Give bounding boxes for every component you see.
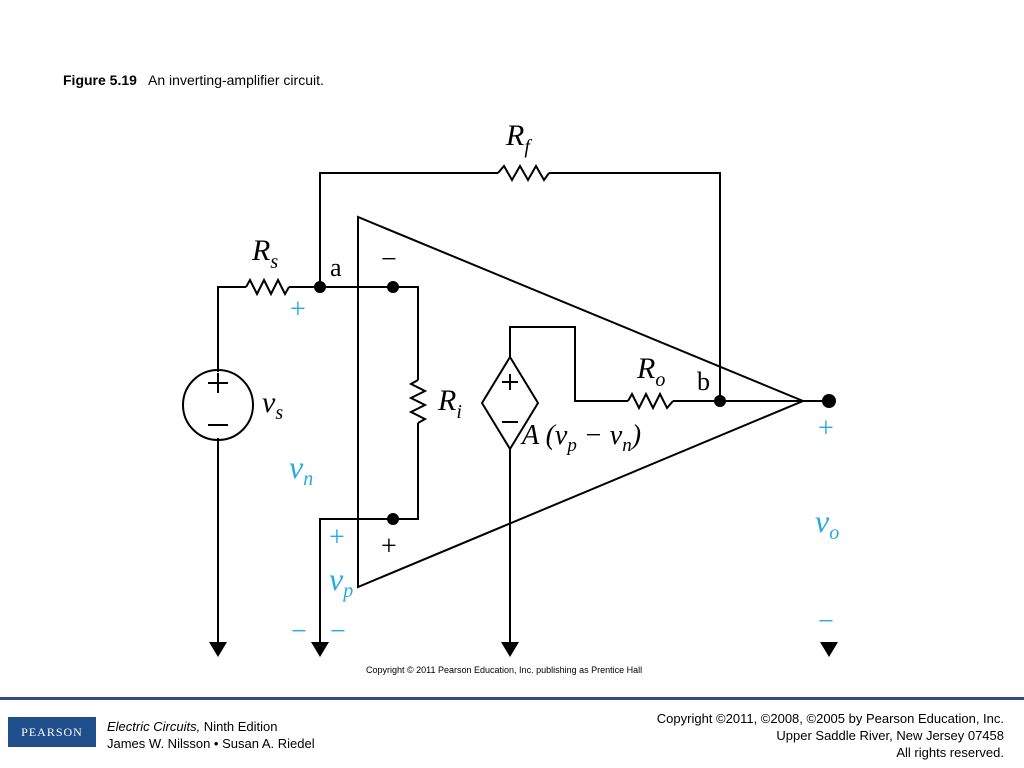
diagram-credit: Copyright © 2011 Pearson Education, Inc.…	[366, 665, 642, 675]
ground-vp	[311, 642, 329, 657]
vp-plus-sign: +	[329, 522, 345, 553]
footer-divider	[0, 697, 1024, 700]
label-vo: vo	[815, 503, 839, 544]
resistor-ro	[627, 391, 674, 411]
resistor-ri	[408, 379, 428, 424]
ground-dep	[501, 642, 519, 657]
circuit-diagram: Rf Rs Ri Ro a b vs A (vp − vn) − + + vn …	[182, 119, 839, 675]
opamp-triangle	[357, 215, 806, 589]
diagram-panel: Rf Rs Ri Ro a b vs A (vp − vn) − + + vn …	[181, 118, 844, 680]
wire-rf-left	[319, 172, 498, 287]
figure-caption: Figure 5.19 An inverting-amplifier circu…	[63, 72, 324, 88]
node-inv-input-dot	[387, 281, 399, 293]
figure-number: Figure 5.19	[63, 72, 137, 88]
wire-dep-top	[509, 326, 628, 402]
ground-vo	[820, 642, 838, 657]
dep-plus-sign	[502, 374, 518, 390]
label-gain-expression: A (vp − vn)	[520, 420, 641, 456]
label-vp: vp	[329, 561, 353, 602]
book-title: Electric Circuits,	[107, 719, 201, 734]
book-title-line: Electric Circuits, Ninth Edition	[107, 718, 315, 735]
wire-rf-right	[549, 172, 721, 401]
node-output-dot	[822, 394, 836, 408]
node-a-dot	[314, 281, 326, 293]
wire-source-top	[217, 286, 246, 372]
node-noninv-input-dot	[387, 513, 399, 525]
vo-minus-sign: −	[818, 606, 834, 637]
book-info: Electric Circuits, Ninth Edition James W…	[107, 718, 315, 752]
label-rs: Rs	[251, 234, 278, 273]
label-node-a: a	[330, 253, 342, 282]
resistor-rs	[245, 277, 290, 297]
copyright-block: Copyright ©2011, ©2008, ©2005 by Pearson…	[657, 710, 1004, 761]
label-node-b: b	[697, 367, 710, 396]
label-vn: vn	[289, 449, 313, 490]
wire-ri-bottom	[393, 423, 419, 520]
label-ro: Ro	[636, 352, 665, 391]
book-edition: Ninth Edition	[200, 719, 278, 734]
dependent-source	[480, 355, 540, 451]
pearson-logo: PEARSON	[8, 717, 96, 747]
vn-minus-sign: −	[291, 616, 307, 647]
address-line: Upper Saddle River, New Jersey 07458	[776, 728, 1004, 743]
vs-plus-sign	[208, 373, 228, 393]
vp-minus-sign: −	[330, 616, 346, 647]
wire-vp-ground	[319, 518, 393, 642]
opamp-plus-sign: +	[381, 531, 397, 562]
rights-line: All rights reserved.	[896, 745, 1004, 760]
voltage-source-vs	[182, 369, 254, 441]
vn-plus-sign: +	[290, 294, 306, 325]
node-b-dot	[714, 395, 726, 407]
ground-vs	[209, 642, 227, 657]
copyright-line: Copyright ©2011, ©2008, ©2005 by Pearson…	[656, 711, 1004, 726]
book-authors: James W. Nilsson • Susan A. Riedel	[107, 736, 315, 751]
resistor-rf	[497, 163, 550, 183]
label-ri: Ri	[437, 384, 462, 423]
label-rf: Rf	[505, 119, 532, 158]
label-vs: vs	[262, 386, 283, 424]
opamp-minus-sign: −	[381, 244, 397, 275]
wire-ri-top	[393, 286, 419, 380]
figure-title: An inverting-amplifier circuit.	[148, 72, 324, 88]
vo-plus-sign: +	[818, 413, 834, 444]
